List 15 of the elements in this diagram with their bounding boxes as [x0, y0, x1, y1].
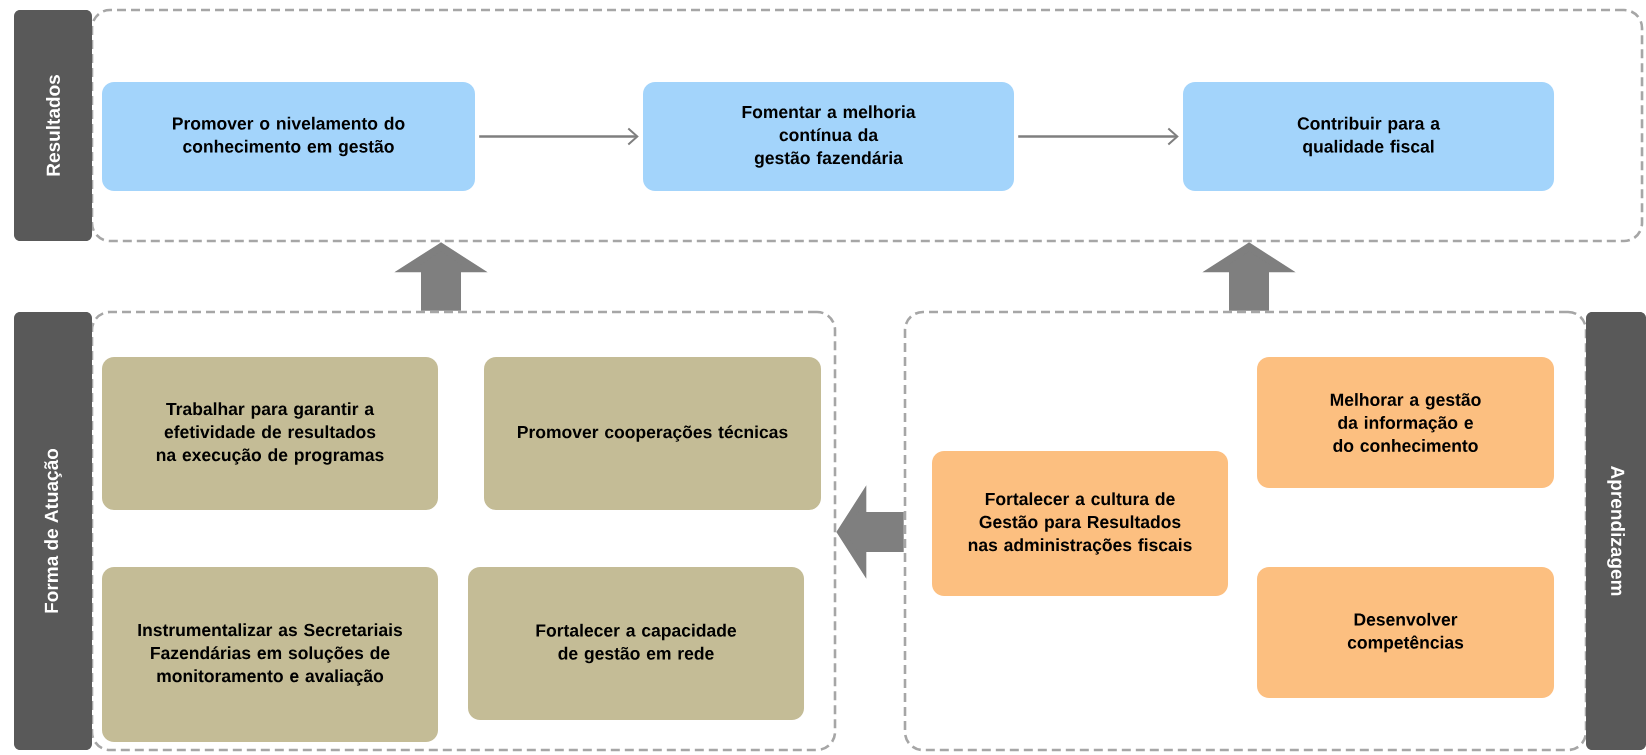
result-box: Promover o nivelamento do conhecimento em gestão — [102, 82, 475, 191]
action-box: Instrumentalizar as Secretariais Fazendárias em soluções de monitoramento e avaliação — [102, 567, 438, 742]
action-box: Trabalhar para garantir a efetividade de resultados na execução de programas — [102, 357, 438, 510]
arrow — [1018, 127, 1179, 146]
node-label: Aprendizagem — [1607, 466, 1625, 596]
result-box: Contribuir para a qualidade fiscal — [1183, 82, 1554, 191]
learning-box: Fortalecer a cultura de Gestão para Resultados nas administrações fiscais — [932, 451, 1228, 596]
result-box: Fomentar a melhoria contínua da gestão fazendária — [643, 82, 1014, 191]
node-label: Forma de Atuação — [44, 448, 62, 613]
learning-box: Melhorar a gestão da informação e do conhecimento — [1257, 357, 1554, 488]
node-label: Resultados — [46, 75, 60, 176]
action-box: Fortalecer a capacidade de gestão em rede — [468, 567, 804, 720]
learning-box: Desenvolver competências — [1257, 567, 1554, 698]
action-box: Promover cooperações técnicas — [484, 357, 821, 510]
arrow — [479, 127, 639, 146]
